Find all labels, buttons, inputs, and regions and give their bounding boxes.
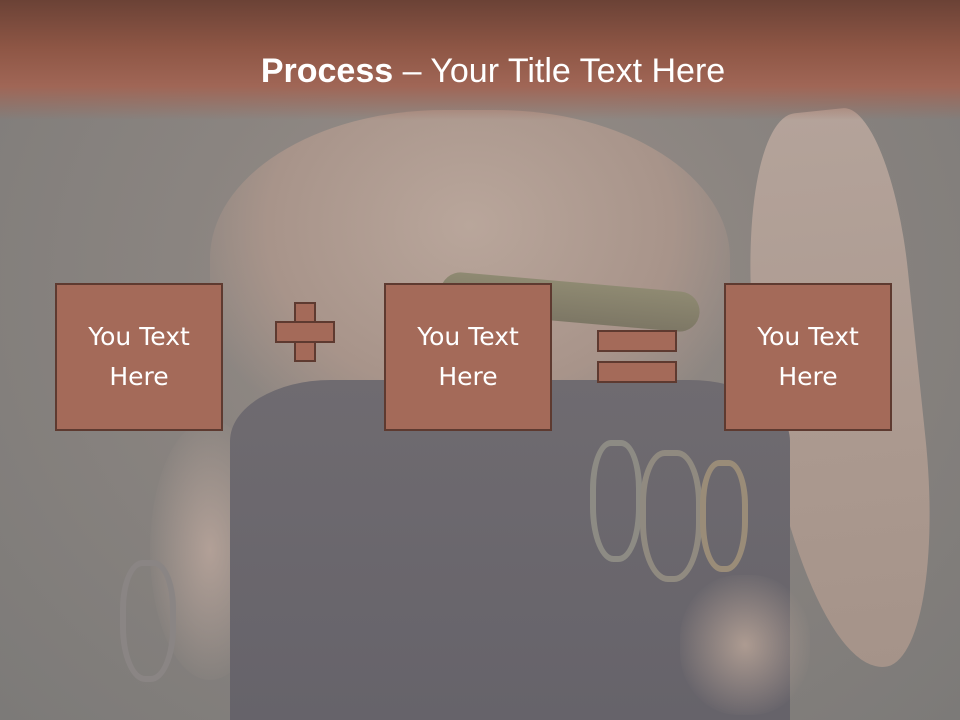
process-box-text: You Text Here [757, 317, 859, 397]
process-box-result[interactable]: You Text Here [724, 283, 892, 431]
plus-center [296, 323, 314, 341]
title-rest: – Your Title Text Here [393, 52, 726, 90]
process-box-text: You Text Here [417, 317, 519, 397]
equals-top-bar [597, 330, 677, 352]
slide-title: Process – Your Title Text Here [0, 52, 960, 91]
box-line-2: Here [109, 362, 169, 391]
title-bold: Process [260, 52, 394, 90]
box-line-1: You Text [417, 322, 519, 351]
box-line-2: Here [438, 362, 498, 391]
process-box-1[interactable]: You Text Here [55, 283, 223, 431]
equals-bottom-bar [597, 361, 677, 383]
photo-carabiner [120, 560, 176, 682]
box-line-1: You Text [88, 322, 190, 351]
equals-icon [597, 330, 677, 384]
process-box-text: You Text Here [88, 317, 190, 397]
title-bar [0, 0, 960, 120]
photo-hand-right [680, 575, 810, 715]
photo-carabiner [640, 450, 702, 582]
box-line-1: You Text [757, 322, 859, 351]
process-box-2[interactable]: You Text Here [384, 283, 552, 431]
box-line-2: Here [778, 362, 838, 391]
photo-carabiner [700, 460, 748, 572]
plus-icon [275, 302, 335, 362]
photo-carabiner [590, 440, 642, 562]
